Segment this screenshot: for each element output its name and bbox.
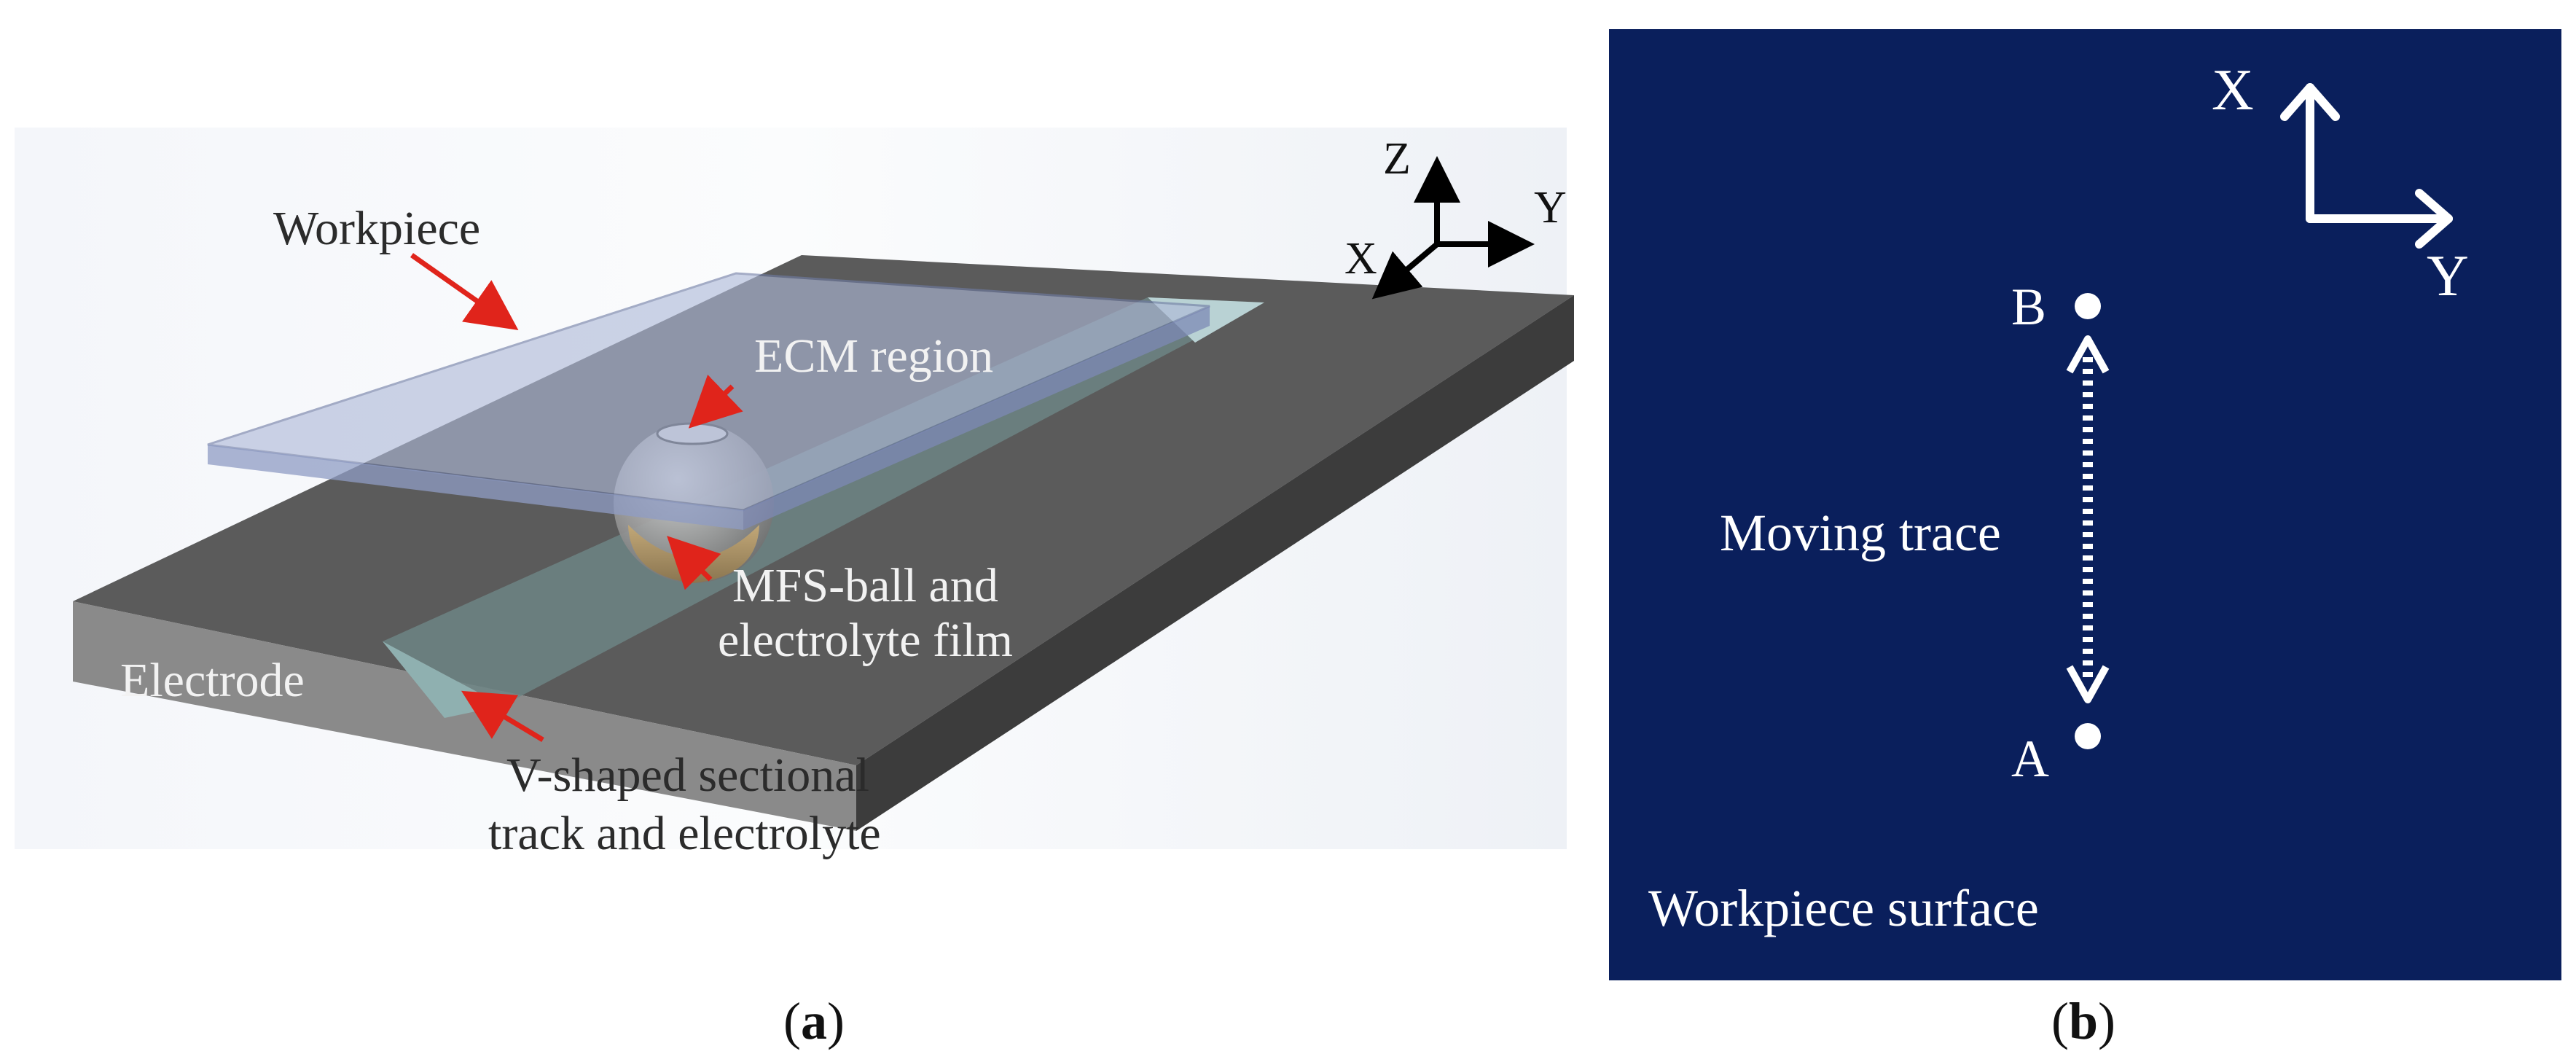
track-label-line2: track and electrolyte [488,807,881,860]
panel-a: Workpiece ECM region MFS-ball and electr… [15,128,1574,1050]
axes-triad-b [2280,83,2453,249]
electrode-side-face [856,295,1574,831]
moving-trace-arrow [2066,335,2110,703]
electrode-label: Electrode [120,654,305,707]
track-strip [383,297,1264,706]
workpiece-side-edge [743,306,1210,530]
panel-a-caption: (a) [783,992,845,1050]
moving-trace-label: Moving trace [1720,504,2001,562]
mfs-ball-arrow [667,536,721,590]
mfs-label-line2: electrolyte film [718,614,1013,667]
workpiece-front-edge [208,445,743,530]
trace-head-bottom [2066,665,2110,703]
x-axis-arrow [1371,241,1439,300]
y-axis-head-b [2415,189,2453,249]
z-axis-label: Z [1383,134,1411,184]
workpiece-arrow [410,253,519,331]
track-arrow [461,690,544,743]
point-a [2075,723,2101,749]
electrolyte-film [628,525,759,583]
pointer-arrows [410,253,743,743]
ecm-region-arrow [688,374,743,429]
mfs-label-line1: MFS-ball and [732,559,998,612]
panel-b: X Y B A Moving trace Workpiece surface (… [1609,29,2561,1050]
y-axis-label: Y [1534,183,1567,233]
ecm-region-label: ECM region [754,329,993,383]
workpiece-surface-label: Workpiece surface [1648,879,2039,937]
point-a-label: A [2011,730,2049,788]
x-axis-label: X [1344,234,1377,284]
x-axis-label-b: X [2212,58,2254,122]
axes-triad-a [1371,156,1535,300]
trace-head-top [2066,335,2110,374]
point-b-label: B [2011,278,2046,336]
track-label-line1: V-shaped sectional [506,749,869,802]
panel-b-background [1609,29,2561,980]
x-axis-head-b [2280,83,2340,121]
point-b [2075,293,2101,319]
workpiece-label: Workpiece [273,202,480,255]
y-axis-label-b: Y [2427,244,2469,308]
panel-b-caption: (b) [2051,992,2115,1050]
